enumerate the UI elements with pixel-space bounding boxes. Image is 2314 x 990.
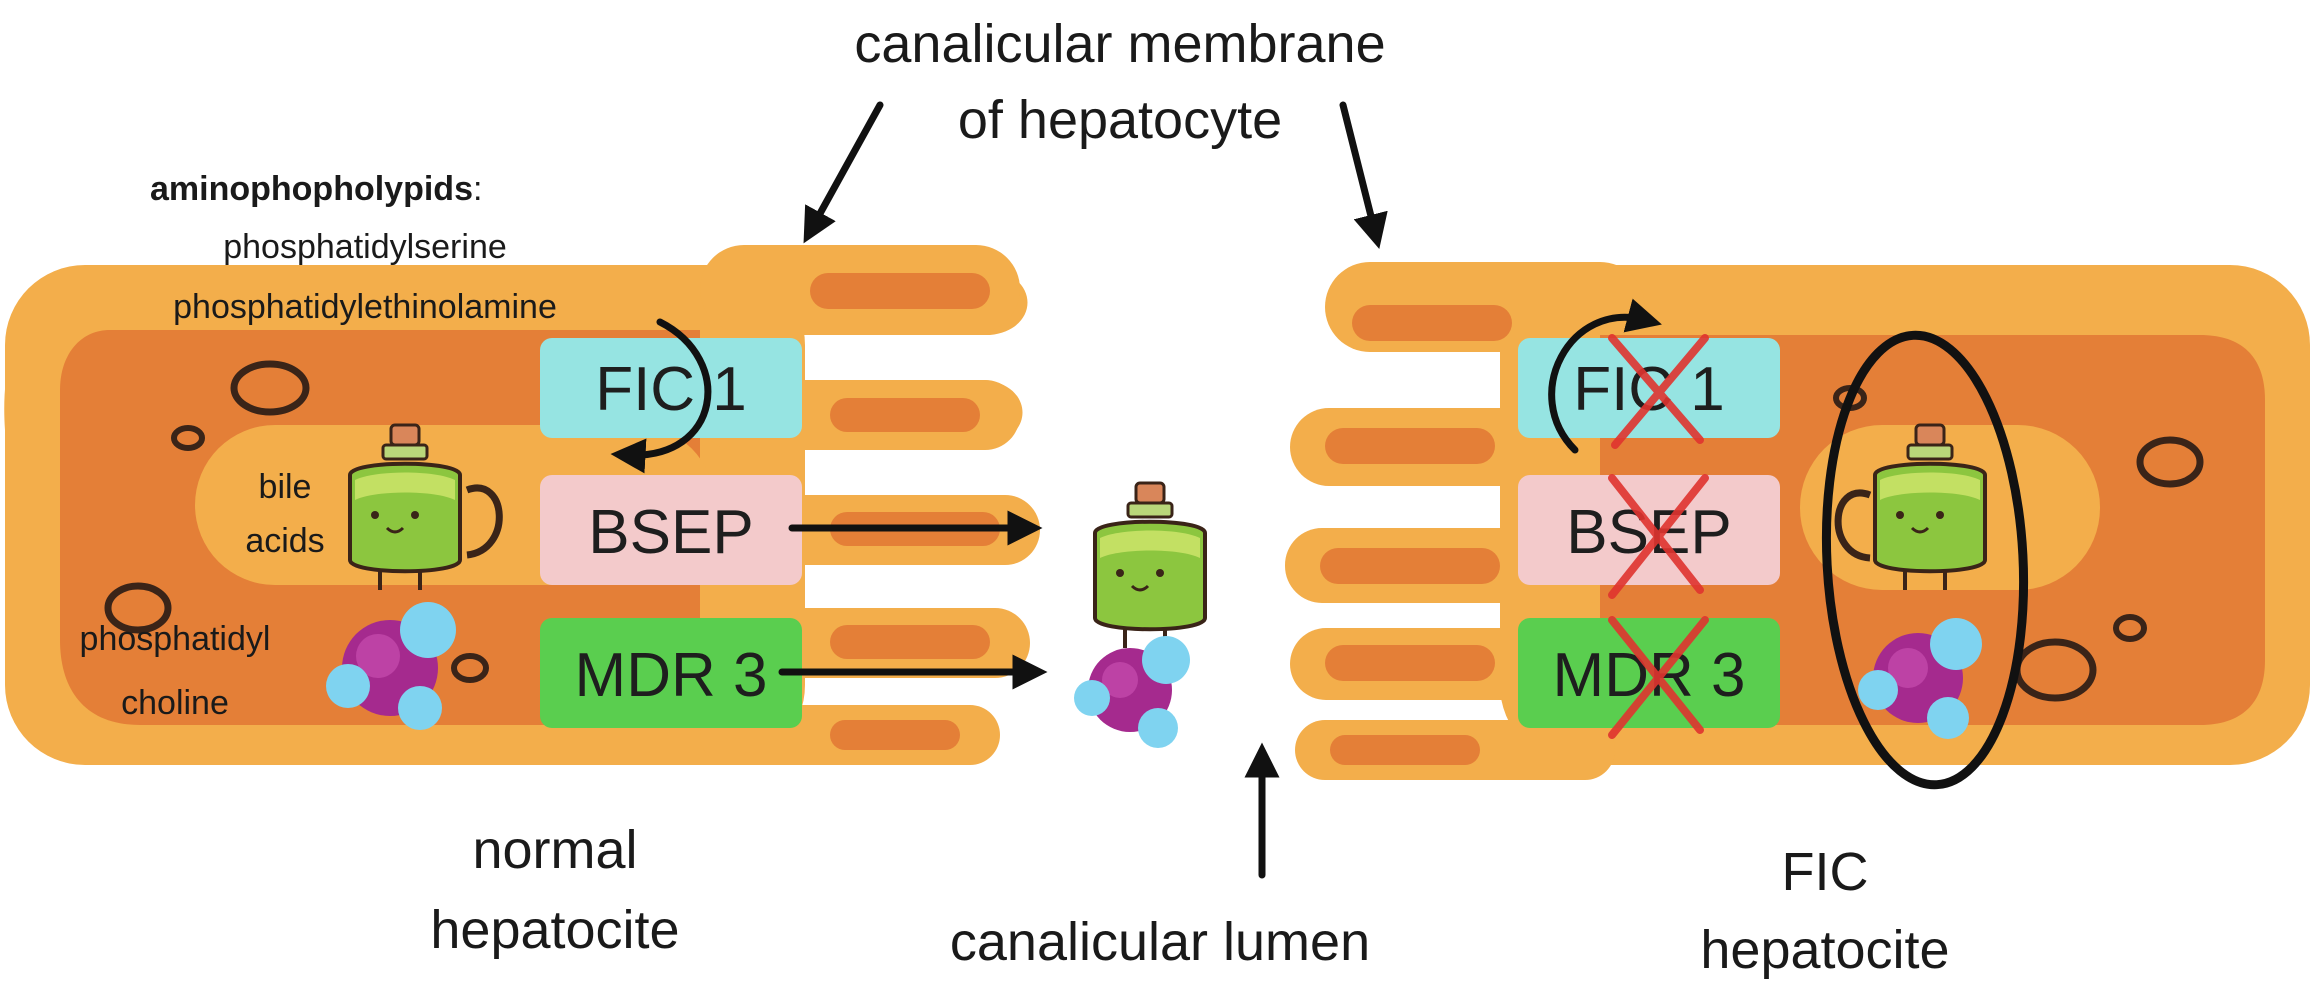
membrane-label-line1: canalicular membrane [854, 14, 1385, 74]
right-flip-arrow [1548, 298, 1662, 454]
left-fic1-label: FIC 1 [595, 355, 747, 424]
right-vesicle-1 [2136, 436, 2204, 488]
accumulation-ellipse [1821, 330, 2029, 790]
arrows [610, 101, 1662, 879]
right-villus-inner-2 [1325, 428, 1495, 464]
left-villus-inner-5 [830, 720, 960, 750]
left-vesicle-4 [451, 653, 489, 683]
mdr3-cross-icon [1608, 616, 1709, 739]
bile-acid-bottle-icon [348, 423, 503, 590]
defect-crosses [1608, 334, 1709, 739]
phosphatidylethanolamine-label: phosphatidylethinolamine [173, 288, 557, 326]
bile-acid-bottle-icon [1093, 481, 1207, 648]
bsep-cross-icon [1608, 474, 1709, 599]
left-villus-inner-2 [830, 398, 980, 432]
fic-hepatocyte-label-line1: FIC [1782, 842, 1869, 902]
phosphatidylcholine-molecule-icon [326, 602, 456, 730]
right-mdr3-label: MDR 3 [1553, 641, 1746, 710]
membrane-arrow-left [803, 101, 884, 244]
fic1-cross-icon [1608, 334, 1709, 449]
right-fic1-box [1518, 338, 1780, 438]
normal-hepatocyte-label-line2: hepatocite [430, 900, 679, 960]
aminophospholipids-heading: aminophopholypids: [150, 170, 482, 208]
membrane-arrow-right [1339, 101, 1388, 249]
left-bsep-label: BSEP [588, 498, 753, 567]
bile-acids-label-line1: bile [259, 468, 312, 506]
right-villus-inner-5 [1330, 735, 1480, 765]
phosphatidylserine-label: phosphatidylserine [223, 228, 507, 266]
left-vesicle-1 [230, 360, 310, 416]
bile-acid-bottle-icon [1834, 423, 1987, 590]
left-villus-inner-4 [830, 625, 990, 659]
left-flip-arrow [610, 318, 712, 474]
left-bsep-box [540, 475, 802, 585]
right-villus-inner-3 [1320, 548, 1500, 584]
membrane-label-line2: of hepatocyte [958, 90, 1282, 150]
right-bsep-label: BSEP [1566, 498, 1731, 567]
left-vesicle-2 [171, 425, 205, 451]
normal-hepatocyte-label-line1: normal [472, 820, 637, 880]
phosphatidylcholine-label-line2: choline [121, 684, 229, 722]
right-mdr3-box [1518, 618, 1780, 728]
left-vesicle-3 [104, 582, 172, 634]
bile-acids-label-line2: acids [245, 522, 324, 560]
left-mdr3-label: MDR 3 [575, 641, 768, 710]
right-fic1-label: FIC 1 [1573, 355, 1725, 424]
aminophospholipids-title: aminophopholypids [150, 170, 473, 208]
left-transporters: FIC 1 BSEP MDR 3 [540, 338, 802, 728]
phosphatidylcholine-label-line1: phosphatidyl [80, 620, 271, 658]
left-villus-inner-1 [810, 273, 990, 309]
right-vesicle-4 [2113, 614, 2147, 642]
phosphatidylcholine-molecule-icon [1074, 636, 1190, 748]
right-villus-inner-1 [1352, 305, 1512, 341]
fic-hepatocyte-cell [1285, 262, 2310, 780]
phosphatidylcholine-molecule-icon [1858, 618, 1982, 739]
fic-hepatocyte-label-line2: hepatocite [1700, 920, 1949, 980]
left-mdr3-box [540, 618, 802, 728]
left-fic1-box [540, 338, 802, 438]
canalicular-lumen-label: canalicular lumen [950, 912, 1370, 972]
right-villus-inner-4 [1325, 645, 1495, 681]
aminophospholipids-colon: : [473, 170, 482, 208]
